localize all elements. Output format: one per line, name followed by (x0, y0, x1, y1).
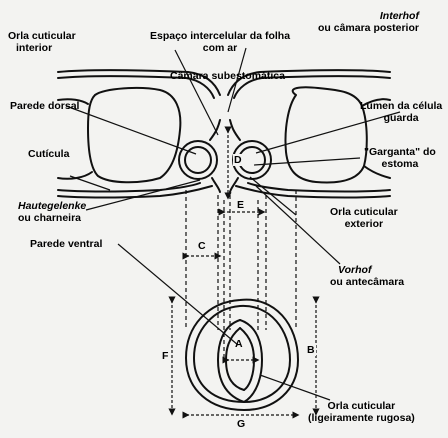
label-line: guarda (383, 112, 419, 124)
label-camara-subestomatica: Câmara subestomática (170, 70, 285, 82)
dimension-label-c: C (198, 240, 206, 252)
dimension-label-b: B (306, 344, 316, 356)
label-line: Espaço intercelular da folha (150, 30, 291, 42)
label-cuticula: Cutícula (28, 148, 70, 160)
label-vorhof: Vorhof ou antecâmara (330, 264, 404, 288)
dimension-guides (185, 190, 297, 360)
label-garganta-estoma: "Garganta" do estoma (364, 146, 436, 170)
label-parede-ventral: Parede ventral (30, 238, 103, 250)
left-epidermis (57, 69, 221, 199)
label-line: ou câmara posterior (318, 22, 419, 34)
label-line: interior (16, 42, 53, 54)
label-orla-cuticular-rugosa: Orla cuticular (ligeiramente rugosa) (308, 400, 415, 424)
label-line: (ligeiramente rugosa) (308, 412, 415, 424)
label-line: estoma (381, 158, 419, 170)
dimension-arrows (168, 126, 320, 419)
label-interhof: Interhof ou câmara posterior (318, 10, 419, 34)
leader-lines (65, 47, 401, 401)
dimension-label-a: A (235, 338, 243, 350)
stoma-surface-view (185, 298, 299, 411)
label-line: exterior (344, 218, 384, 230)
label-parede-dorsal: Parede dorsal (10, 100, 80, 112)
label-line: Vorhof (338, 264, 372, 276)
left-epidermal-cell (87, 86, 182, 184)
label-orla-cuticular-exterior: Orla cuticular exterior (330, 206, 398, 230)
label-line: "Garganta" do (364, 146, 436, 158)
label-lumen-celula-guarda: Lúmen da célula guarda (360, 100, 442, 124)
dimension-label-d: D (233, 154, 243, 166)
label-line: Hautegelenke (18, 200, 87, 212)
label-line: Orla cuticular (8, 30, 76, 42)
label-hautegelenke: Hautegelenke ou charneira (18, 200, 86, 224)
label-line: ou charneira (18, 212, 82, 224)
dimension-label-g: G (236, 418, 247, 430)
right-epidermal-cell (284, 86, 368, 184)
label-orla-cuticular-interior: Orla cuticular interior (8, 30, 76, 54)
dimension-label-e: E (236, 199, 246, 211)
label-espaco-intercelular: Espaço intercelular da folha com ar (150, 30, 290, 54)
dimension-label-f: F (161, 350, 170, 362)
label-line: com ar (202, 42, 238, 54)
label-line: Orla cuticular (327, 400, 396, 412)
label-line: Interhof (379, 10, 419, 22)
label-line: Lúmen da célula (360, 100, 443, 112)
label-line: Orla cuticular (330, 206, 398, 218)
label-line: ou antecâmara (330, 276, 405, 288)
left-guard-cell (178, 140, 218, 180)
